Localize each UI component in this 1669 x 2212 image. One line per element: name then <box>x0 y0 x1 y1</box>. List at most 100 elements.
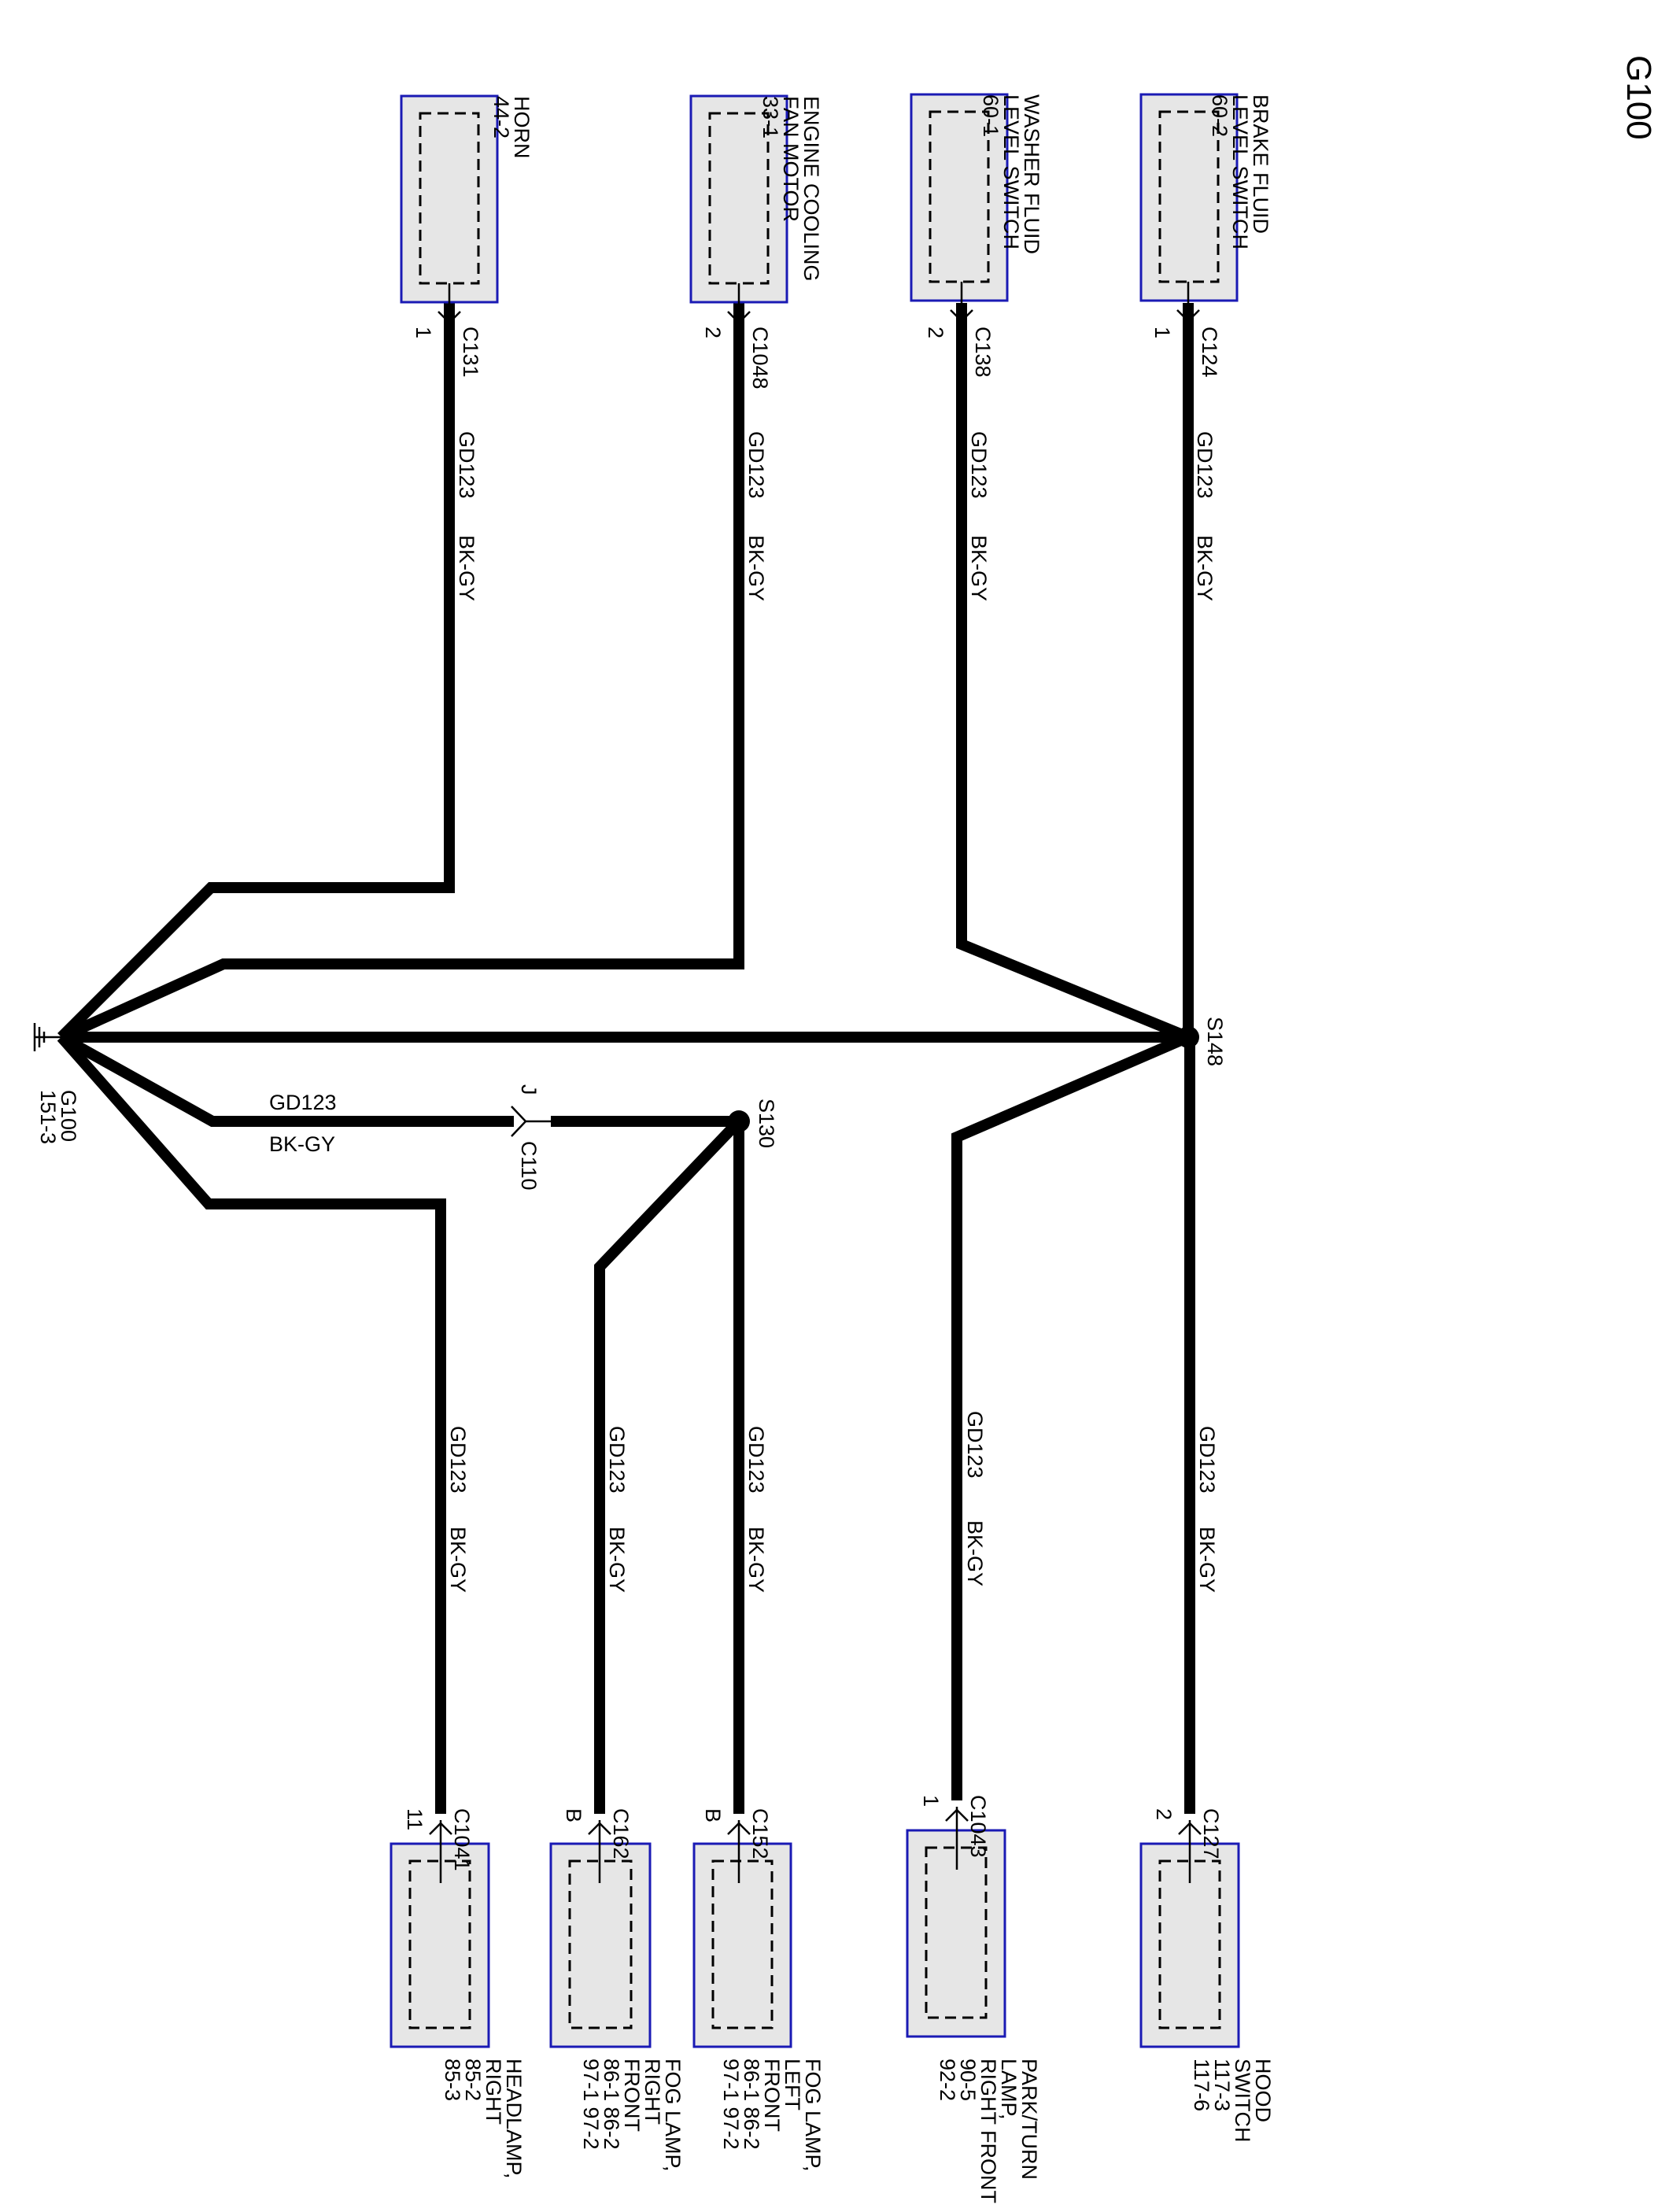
pin-number: 2 <box>701 327 725 338</box>
component-label-line: HEADLAMP, <box>502 2059 526 2179</box>
washer-fluid-level-switch-component <box>910 93 1009 324</box>
connector-label: C124 <box>1198 327 1221 378</box>
component-inner-outline <box>929 110 990 283</box>
nodes <box>33 1023 1199 1137</box>
wire-color-label: BK-GY <box>744 535 768 601</box>
connector-symbol <box>727 311 751 324</box>
component-label-line: 117-6 <box>1190 2059 1213 2111</box>
component-box <box>692 1842 792 2048</box>
component-inner-outline <box>419 112 480 285</box>
wire-fog-right <box>594 1117 744 1814</box>
wire-circuit-label: GD123 <box>269 1091 337 1114</box>
component-label-line: 86-1 86-2 <box>740 2059 763 2150</box>
pin-number: B <box>701 1808 725 1822</box>
wire-circuit-label: GD123 <box>963 1411 987 1479</box>
component-label-line: SWITCH <box>1231 2059 1254 2142</box>
wire-circuit-label: GD123 <box>744 1426 768 1494</box>
component-label-line: FRONT <box>760 2059 784 2132</box>
wire-color-label: BK-GY <box>967 535 991 601</box>
component-label-line: 60-2 <box>1208 94 1231 137</box>
connector-symbol <box>438 311 461 324</box>
connector-symbol <box>588 1822 611 1835</box>
wire-circuit-label: GD123 <box>455 431 478 499</box>
connector-label: C162 <box>609 1808 633 1859</box>
wire-color-label: BK-GY <box>446 1527 470 1593</box>
horn-component <box>400 94 499 326</box>
component-label-line: FAN MOTOR <box>779 96 803 222</box>
component-box <box>1139 93 1239 302</box>
component-label-line: 117-3 <box>1210 2059 1234 2111</box>
component-inner-outline <box>408 1859 471 2029</box>
component-label-line: PARK/TURN <box>1017 2059 1041 2180</box>
components <box>390 93 1240 2048</box>
connector-label: C1041 <box>450 1808 474 1871</box>
connector-label: C1048 <box>748 327 772 390</box>
component-label-line: HOOD <box>1251 2059 1275 2122</box>
component-label-line: ENGINE COOLING <box>799 96 823 282</box>
component-label-line: 33-1 <box>759 96 782 138</box>
wire-circuit-label: GD123 <box>967 431 991 499</box>
component-label-line: 44-2 <box>489 96 513 138</box>
component-label-line: LAMP, <box>997 2059 1021 2120</box>
headlamp-right-component <box>390 1820 490 2048</box>
pin-number: 1 <box>919 1795 943 1807</box>
component-label-line: RIGHT <box>641 2059 664 2125</box>
component-label-line: FOG LAMP, <box>661 2059 685 2172</box>
component-inner-outline <box>1158 1859 1221 2029</box>
wire-color-label: BK-GY <box>605 1527 629 1593</box>
hood-switch-component <box>1139 1820 1240 2048</box>
ground-ref: 151-3 <box>36 1090 60 1144</box>
pin-number: 1 <box>412 327 435 338</box>
wire-horn <box>57 303 455 1041</box>
connector-symbol <box>727 1822 751 1835</box>
connector-label: C127 <box>1199 1808 1223 1859</box>
component-label-line: WASHER FLUID <box>1020 94 1043 254</box>
component-label-line: 97-1 97-2 <box>579 2059 603 2150</box>
wire-circuit-label: GD123 <box>1195 1426 1219 1494</box>
component-label-line: 60-1 <box>979 94 1003 137</box>
connector-symbol <box>1176 309 1200 323</box>
wire-engine-fan <box>59 303 744 1043</box>
connector-symbol <box>429 1822 452 1835</box>
component-inner-outline <box>1158 110 1220 283</box>
splice-node <box>1177 1026 1199 1048</box>
component-label-line: RIGHT FRONT <box>977 2059 1000 2203</box>
component-box <box>400 94 499 304</box>
component-label-line: 85-3 <box>441 2059 464 2101</box>
wire-circuit-label: GD123 <box>744 431 768 499</box>
component-label-line: 90-5 <box>956 2059 980 2101</box>
connector-label: C152 <box>748 1808 772 1859</box>
wire-headlamp <box>57 1033 446 1814</box>
component-inner-outline <box>708 112 770 285</box>
connector-symbol <box>1178 1822 1202 1835</box>
component-label-line: 92-2 <box>936 2059 959 2101</box>
connector-label: C1043 <box>966 1795 990 1858</box>
wire-circuit-label: GD123 <box>605 1426 629 1494</box>
splice-label: S148 <box>1203 1017 1227 1066</box>
splice-label: S130 <box>755 1099 778 1148</box>
wires <box>57 303 1195 1814</box>
pin-number: B <box>562 1808 585 1822</box>
wire-circuit-label: GD123 <box>1193 431 1217 499</box>
component-label-line: LEVEL SWITCH <box>1228 94 1252 249</box>
diagram-title: G100 <box>1619 55 1658 140</box>
component-inner-outline <box>568 1859 633 2029</box>
component-inner-outline <box>711 1859 774 2029</box>
ground-symbol <box>33 1023 61 1051</box>
park-turn-lamp-right-front-component <box>906 1807 1006 2038</box>
pin-number: 1 <box>1150 327 1174 338</box>
wire-park-turn <box>951 1032 1191 1800</box>
pin-number: 11 <box>403 1808 426 1830</box>
pin-number: 2 <box>1152 1808 1176 1820</box>
component-label-line: 97-1 97-2 <box>719 2059 743 2150</box>
inline-connector-pin: J <box>517 1084 541 1095</box>
wire-color-label: BK-GY <box>744 1527 768 1593</box>
ground-label: G100 <box>57 1090 80 1142</box>
component-label-line: 85-2 <box>461 2059 485 2101</box>
connector-label: C131 <box>459 327 482 378</box>
wire-color-label: BK-GY <box>1195 1527 1219 1593</box>
connector-symbol <box>945 1808 969 1822</box>
wire-c110-ground <box>58 1032 514 1127</box>
